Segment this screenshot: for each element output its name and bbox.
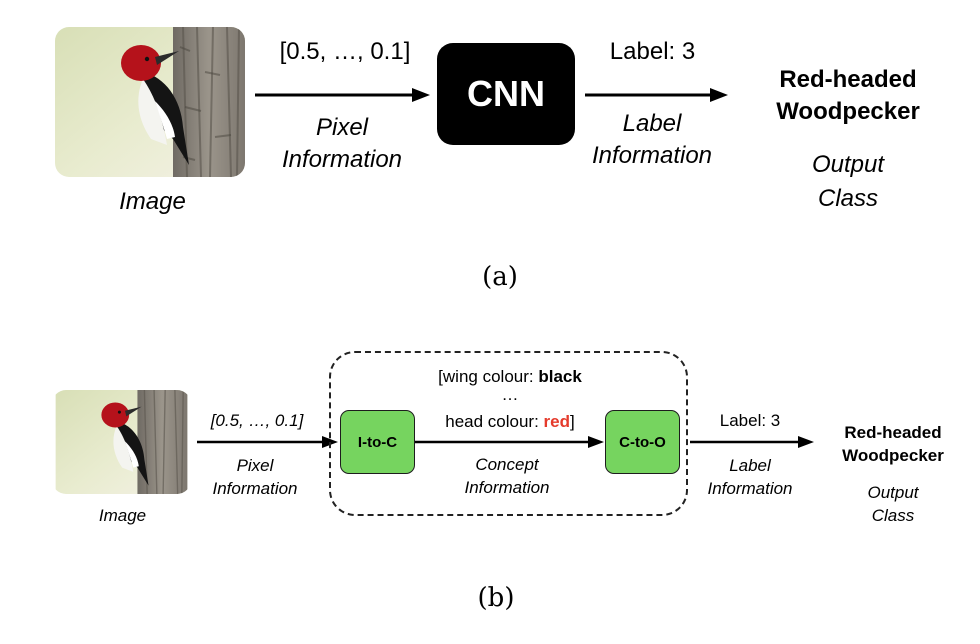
caption-b: (b) — [477, 583, 515, 613]
c-to-o-label: C-to-O — [619, 433, 666, 451]
label-value-text-b: Label: 3 — [719, 411, 781, 430]
c-to-o-box: C-to-O — [605, 410, 680, 474]
i-to-c-label: I-to-C — [357, 433, 398, 451]
arrow-cnn-to-label — [585, 88, 728, 102]
concept-ellipsis: … — [501, 385, 519, 404]
concept-bottleneck-group — [329, 351, 688, 516]
woodpecker-image — [55, 27, 245, 177]
pixel-vector-text: [0.5, …, 0.1] — [279, 38, 411, 65]
concept-line-wing: [wing colour: black — [438, 367, 582, 386]
arrow-b-pixel-to-ic — [197, 436, 338, 448]
cnn-label: CNN — [467, 73, 545, 114]
image-label: Image — [119, 188, 186, 215]
caption-a: (a) — [482, 262, 518, 292]
concept-value-black: black — [538, 367, 582, 386]
image-label-b: Image — [98, 506, 147, 525]
concept-line-head: head colour: red] — [445, 412, 575, 431]
label-value-text: Label: 3 — [609, 38, 696, 65]
arrow-b-co-to-label — [690, 436, 814, 448]
woodpecker-image-b — [52, 390, 191, 494]
cnn-box: CNN — [437, 43, 575, 145]
concept-value-red: red — [543, 412, 571, 431]
i-to-c-box: I-to-C — [340, 410, 415, 474]
pixel-vector-text-b: [0.5, …, 0.1] — [210, 411, 304, 430]
arrow-pixel-to-cnn — [255, 88, 430, 102]
